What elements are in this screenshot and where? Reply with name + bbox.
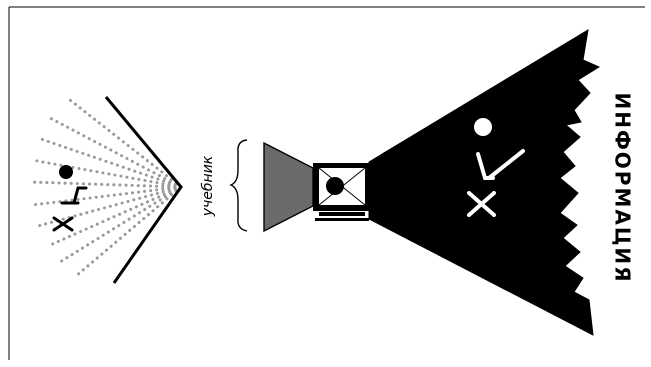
dotted-ray-9	[58, 185, 183, 264]
dotted-ray-3	[36, 136, 183, 189]
dotted-ray-1	[68, 98, 183, 189]
chevron-lines	[104, 96, 183, 284]
large-figure-icon	[467, 118, 525, 217]
dotted-ray-7	[36, 185, 183, 228]
frame	[8, 6, 645, 360]
information-beam	[368, 29, 601, 336]
monitor-screen-icon	[313, 163, 371, 221]
dotted-ray-8	[46, 185, 183, 248]
large-figure-arm-right	[487, 149, 525, 180]
large-figure-arm-left	[476, 152, 487, 180]
small-figure-head	[59, 165, 73, 179]
small-figure-arm	[72, 186, 88, 205]
monitor-dot	[326, 177, 344, 195]
small-figure-leg-2	[52, 216, 74, 232]
dotted-ray-10	[74, 185, 183, 278]
monitor-stand	[319, 212, 365, 216]
dotted-rays	[28, 98, 183, 278]
dotted-ray-2	[48, 116, 183, 189]
curly-brace	[229, 139, 248, 232]
small-figure-icon	[52, 165, 88, 232]
large-figure-head	[474, 118, 492, 136]
textbook-label: учебник	[200, 155, 216, 217]
dotted-ray-4	[30, 158, 183, 189]
monitor-base	[315, 218, 369, 221]
information-label: ИНФОРМАЦИЯ	[611, 92, 635, 283]
dotted-ray-5	[28, 180, 183, 189]
grey-cone	[263, 141, 314, 233]
large-figure-leg-2	[467, 191, 496, 217]
dotted-ray-6	[30, 185, 183, 207]
